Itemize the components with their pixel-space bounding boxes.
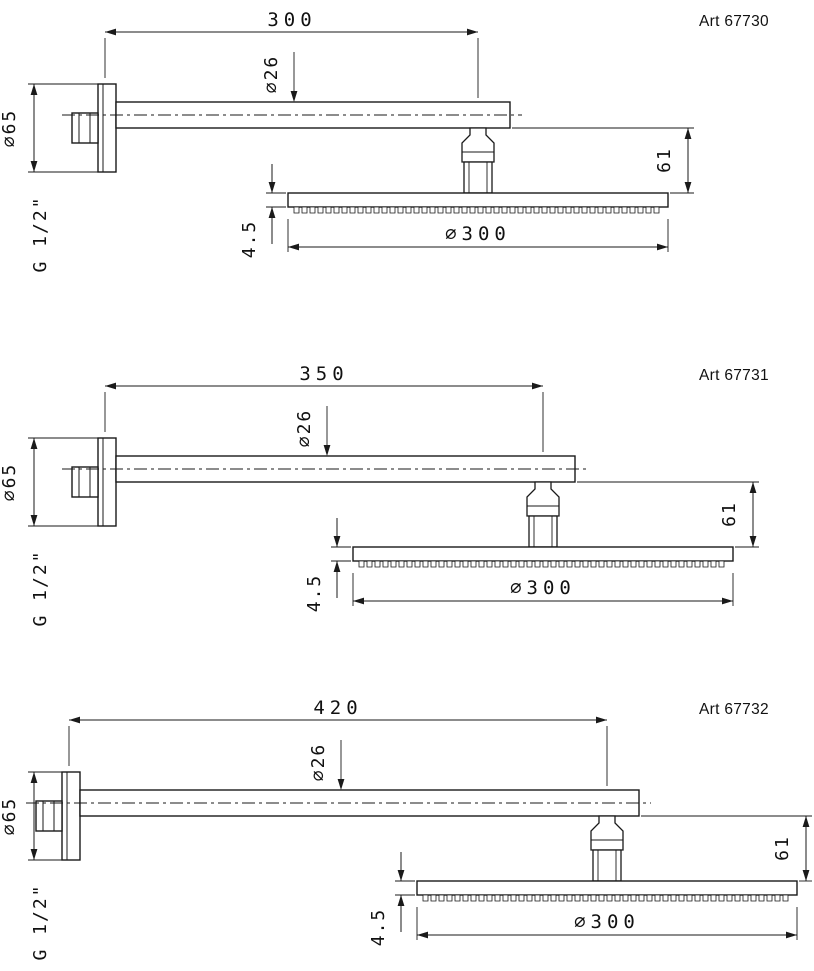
arm-diameter-label: ∅26 — [261, 55, 282, 94]
dim-arrow — [30, 84, 38, 95]
head-thickness-label: 4.5 — [368, 908, 389, 947]
joint-cylinder — [528, 515, 558, 548]
head-thickness-label: 4.5 — [239, 220, 260, 259]
drawing-panel-3: 420 Art 67732 ∅26 ∅65 G 1/2" 61 4.5 ∅300 — [0, 697, 812, 961]
dim-arrow — [657, 243, 668, 251]
dim-arrow — [802, 870, 810, 881]
head-diameter-label: ∅300 — [445, 223, 511, 245]
arm-diameter-label: ∅26 — [308, 743, 329, 782]
dim-arrow — [397, 870, 405, 881]
wall-flange — [97, 83, 117, 173]
dim-arrow — [105, 382, 116, 390]
head-thickness-label: 4.5 — [304, 574, 325, 613]
dim-arrow — [30, 515, 38, 526]
joint-dome — [590, 815, 624, 851]
label-backing — [565, 911, 649, 931]
nozzle-row — [358, 560, 725, 568]
flange-diameter-label: ∅65 — [0, 109, 20, 148]
flange-diameter-label: ∅65 — [0, 797, 20, 836]
dim-arrow — [684, 182, 692, 193]
flange-diameter-label: ∅65 — [0, 463, 20, 502]
dim-arrow — [290, 91, 298, 102]
thread-size-label: G 1/2" — [30, 549, 51, 626]
dim-arrow — [30, 772, 38, 783]
drawing-panel-2: 350 Art 67731 ∅26 ∅65 G 1/2" 61 4.5 ∅300 — [0, 363, 769, 627]
nozzle-row — [293, 206, 660, 214]
wall-flange — [97, 437, 117, 527]
dim-arrow — [596, 716, 607, 724]
arm-length-label: 300 — [267, 9, 316, 31]
dim-arrow — [105, 28, 116, 36]
dim-arrow — [722, 597, 733, 605]
joint-cylinder — [592, 849, 622, 882]
art-number-label: Art 67732 — [699, 701, 769, 718]
dim-arrow — [337, 779, 345, 790]
head-diameter-label: ∅300 — [510, 577, 576, 599]
dim-arrow — [684, 128, 692, 139]
label-backing — [501, 577, 585, 597]
dim-arrow — [288, 243, 299, 251]
dim-arrow — [30, 161, 38, 172]
dim-arrow — [69, 716, 80, 724]
arm-length-label: 420 — [313, 697, 362, 719]
dim-arrow — [30, 438, 38, 449]
dim-arrow — [467, 28, 478, 36]
dim-arrow — [333, 536, 341, 547]
dim-arrow — [397, 895, 405, 906]
arm-diameter-label: ∅26 — [294, 409, 315, 448]
art-number-label: Art 67730 — [699, 13, 769, 30]
dim-arrow — [268, 182, 276, 193]
drop-height-label: 61 — [719, 501, 740, 527]
dim-arrow — [786, 931, 797, 939]
head-diameter-label: ∅300 — [574, 911, 640, 933]
wall-flange — [61, 771, 81, 861]
shower-head-plate — [287, 192, 669, 208]
joint-cylinder — [463, 161, 493, 194]
joint-dome — [461, 127, 495, 163]
thread-size-label: G 1/2" — [30, 195, 51, 272]
dim-arrow — [802, 816, 810, 827]
joint-dome — [526, 481, 560, 517]
dim-arrow — [749, 482, 757, 493]
thread-stub — [35, 800, 63, 832]
thread-size-label: G 1/2" — [30, 883, 51, 960]
dim-arrow — [268, 207, 276, 218]
dim-arrow — [333, 561, 341, 572]
label-backing — [436, 223, 520, 243]
thread-stub — [71, 466, 99, 498]
shower-head-plate — [416, 880, 798, 896]
dim-arrow — [417, 931, 428, 939]
drop-height-label: 61 — [654, 147, 675, 173]
dim-arrow — [749, 536, 757, 547]
dim-arrow — [353, 597, 364, 605]
dim-arrow — [323, 445, 331, 456]
thread-stub — [71, 112, 99, 144]
arm-length-label: 350 — [299, 363, 348, 385]
art-number-label: Art 67731 — [699, 367, 769, 384]
dim-arrow — [532, 382, 543, 390]
shower-head-plate — [352, 546, 734, 562]
dim-arrow — [30, 849, 38, 860]
drawing-panel-1: 300 Art 67730 ∅26 ∅65 G 1/2" 61 4.5 ∅300 — [0, 9, 769, 273]
nozzle-row — [422, 894, 789, 902]
drop-height-label: 61 — [772, 835, 793, 861]
